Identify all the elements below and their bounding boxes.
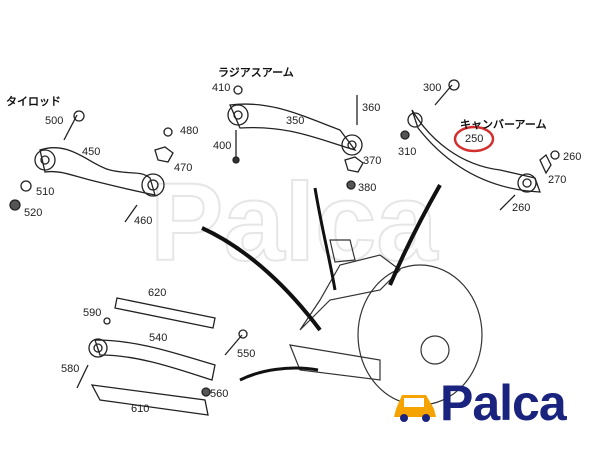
- highlight-circle: [453, 125, 495, 153]
- lower-arm-part: [76, 297, 248, 416]
- palca-logo: Palca: [392, 375, 567, 431]
- part-label-550: 550: [237, 348, 256, 360]
- part-label-310: 310: [398, 146, 417, 158]
- part-label-460: 460: [134, 215, 153, 227]
- heading-radius-arm: ラジアスアーム: [218, 66, 294, 79]
- camber-arm-part: [400, 79, 560, 211]
- part-label-580: 580: [61, 363, 80, 375]
- part-label-360: 360: [362, 102, 381, 114]
- part-label-260-lower: 260: [512, 202, 531, 214]
- part-label-350: 350: [286, 115, 305, 127]
- pointer-arrows: [201, 184, 442, 382]
- part-label-250: 250: [465, 133, 484, 145]
- part-label-410: 410: [212, 82, 231, 94]
- part-label-300: 300: [423, 82, 442, 94]
- part-label-560: 560: [210, 388, 229, 400]
- heading-tie-rod: タイロッド: [6, 95, 61, 108]
- car-icon: [394, 395, 436, 422]
- part-label-400: 400: [213, 140, 232, 152]
- part-label-610: 610: [131, 403, 150, 415]
- part-label-590: 590: [83, 307, 102, 319]
- part-label-260-upper: 260: [563, 151, 582, 163]
- part-label-380: 380: [358, 182, 377, 194]
- part-label-520: 520: [24, 207, 43, 219]
- part-label-480: 480: [180, 125, 199, 137]
- watermark: Palca: [150, 161, 438, 284]
- part-label-620: 620: [148, 287, 167, 299]
- part-label-510: 510: [36, 186, 55, 198]
- part-label-450: 450: [82, 146, 101, 158]
- part-label-270: 270: [548, 174, 567, 186]
- part-label-540: 540: [149, 332, 168, 344]
- part-label-370: 370: [363, 155, 382, 167]
- logo-text: Palca: [440, 375, 567, 431]
- part-label-470: 470: [174, 162, 193, 174]
- part-label-500: 500: [45, 115, 64, 127]
- heading-camber-arm: キャンバーアーム: [460, 118, 547, 131]
- tie-rod-part: [9, 110, 174, 223]
- radius-arm-part: [227, 85, 364, 190]
